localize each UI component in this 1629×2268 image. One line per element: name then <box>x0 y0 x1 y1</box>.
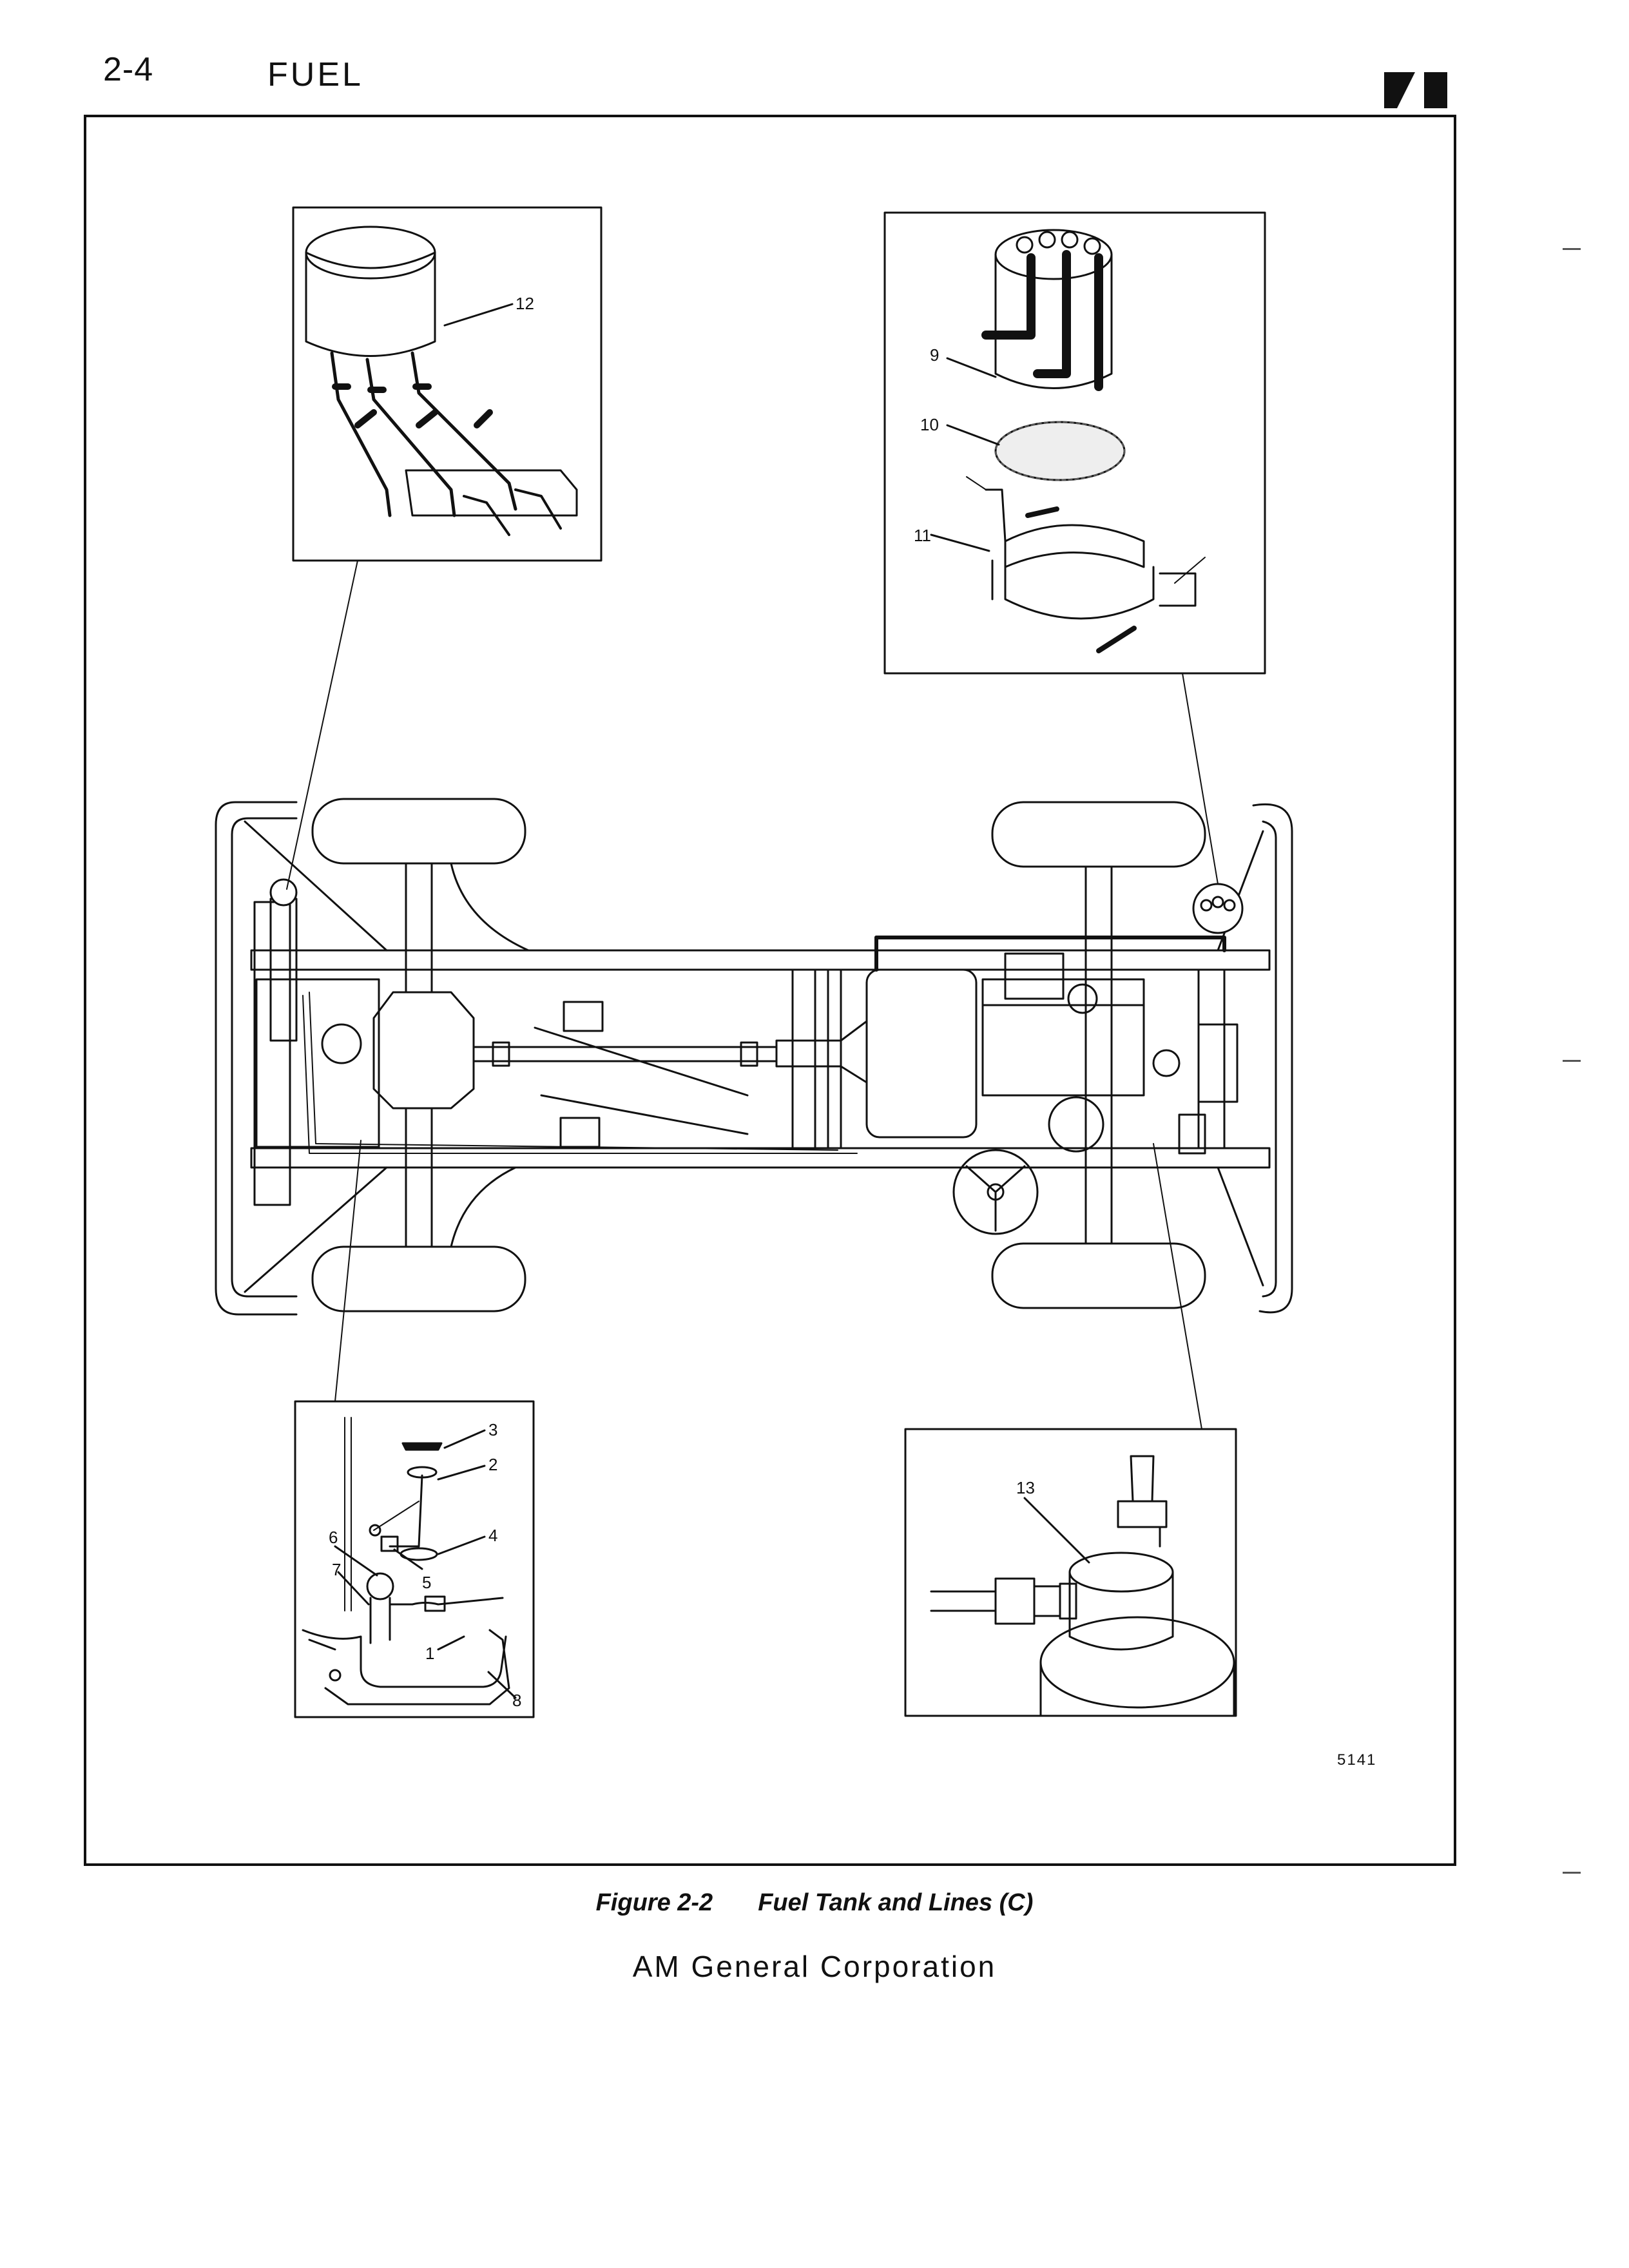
inset-sending-unit <box>294 1400 535 1718</box>
footer-company: AM General Corporation <box>632 1950 997 1983</box>
caption-title: Fuel Tank and Lines (C) <box>758 1889 1034 1916</box>
callout-11: 11 <box>914 526 931 545</box>
callout-7: 7 <box>332 1560 341 1579</box>
callout-9: 9 <box>930 345 939 365</box>
callout-3: 3 <box>488 1420 497 1439</box>
margin-tick <box>1563 1872 1581 1874</box>
page-number: 2-4 <box>103 51 154 88</box>
callout-6: 6 <box>329 1528 338 1547</box>
figure-caption: Figure 2-2 Fuel Tank and Lines (C) <box>0 1889 1629 1917</box>
figure-id: 5141 <box>1337 1751 1377 1769</box>
callout-8: 8 <box>512 1691 521 1710</box>
inset-tank-lines <box>292 206 602 562</box>
callout-12: 12 <box>516 294 534 313</box>
inset-filter-assembly <box>883 211 1266 675</box>
am-general-logo-icon <box>1384 72 1447 108</box>
section-title: FUEL <box>267 56 363 93</box>
callout-1: 1 <box>425 1644 434 1663</box>
margin-tick <box>1563 1060 1581 1062</box>
callout-labels: 12 9 10 11 3 2 4 6 7 5 1 8 13 <box>329 294 1035 1710</box>
callout-2: 2 <box>488 1455 497 1474</box>
figure-frame <box>84 115 1456 1866</box>
margin-tick <box>1563 248 1581 250</box>
caption-label: Figure 2-2 <box>595 1889 713 1916</box>
inset-leader-lines <box>286 560 1219 1430</box>
callout-13: 13 <box>1016 1478 1035 1497</box>
callout-4: 4 <box>488 1526 497 1545</box>
chassis-top-view <box>215 798 1293 1316</box>
callout-5: 5 <box>422 1573 431 1592</box>
callout-10: 10 <box>920 415 939 434</box>
inset-pump-fitting <box>904 1428 1237 1717</box>
